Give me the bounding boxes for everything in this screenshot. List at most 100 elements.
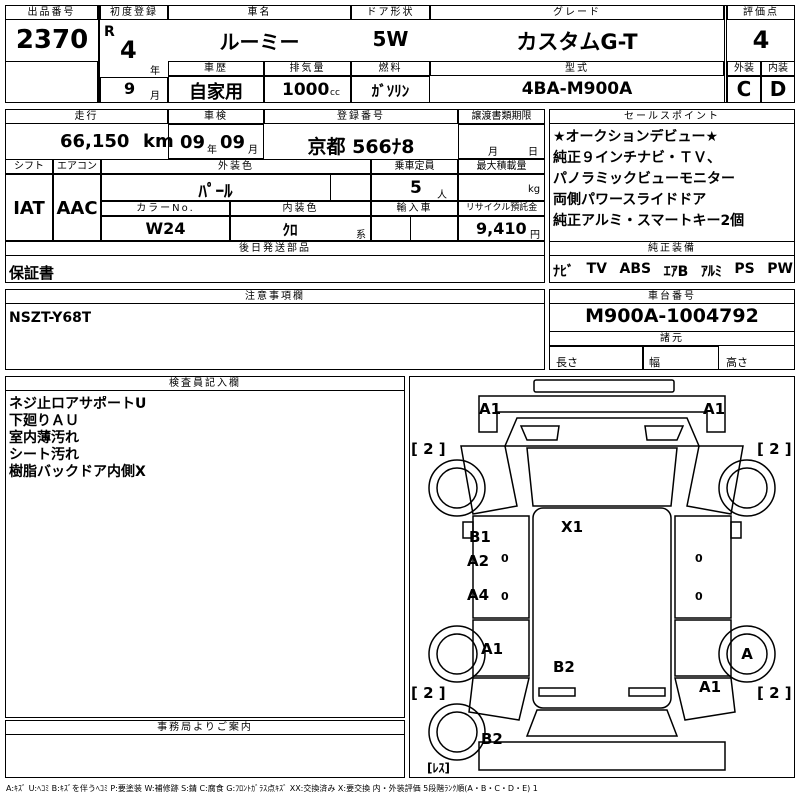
aircon: AAC [56,198,98,219]
right-rear-door [674,619,732,677]
right-mirror [730,521,742,539]
right-front-fender [686,445,744,515]
displacement-cell [264,76,351,103]
inspection-month: 09 [220,132,246,153]
left-rear-fender [468,677,530,721]
mark-spare: [ﾚｽ] [427,761,450,775]
model-name-label: 車名 [168,5,351,20]
max-load-cell [458,174,545,201]
capacity-label: 乗車定員 [371,159,458,174]
history-label: 車歴 [168,61,264,76]
sales-point-line: 両側パワースライドドア [553,192,707,208]
exterior-color: ﾊﾟｰﾙ [198,182,233,202]
color-no: W24 [145,219,186,238]
equipment-item: ｴｱB [663,264,689,280]
interior-color: ｸﾛ [282,221,298,239]
inspector-line: シート汚れ [9,447,79,463]
mark-left-front-door-upper: B1 [469,528,491,546]
reg-year-unit: 年 [150,66,160,77]
mark-roof: X1 [561,518,583,536]
fuel: ｶﾞｿﾘﾝ [371,82,410,100]
wheel-rear-left-inner [436,633,478,675]
shift-cell [5,174,53,241]
right-taillight [628,687,666,697]
sales-point-line: パノラミックビューモニター [553,171,735,187]
left-rear-door [472,619,530,677]
rear-bumper [478,741,726,771]
interior-grade-cell [761,76,795,103]
door-type-label: ドア形状 [351,5,430,20]
mark-tire-rear-left: [ 2 ] [411,684,446,702]
mark-zero: 0 [695,552,703,565]
wheel-rear-right [718,625,776,683]
wheel-rear-right-inner [726,633,768,675]
interior-grade-label: 内装 [761,61,795,76]
right-headlight [644,425,685,441]
capacity-cell [371,174,458,201]
dim-height: 高さ [726,356,748,369]
mark-rear-hatch: B2 [553,658,575,676]
recycle-label: リサイクル預託金 [458,201,545,216]
mark-zero: 0 [695,590,703,603]
import-label: 輸入車 [371,201,458,216]
dim-width: 幅 [649,356,660,369]
capacity: 5 [410,178,422,198]
exterior-color-sub [330,174,371,201]
history: 自家用 [189,82,243,103]
right-rear-fender [674,677,736,721]
mark-rear-bumper: B2 [481,730,503,748]
mileage: 66,150 [60,131,130,152]
recycle-cell [458,216,545,241]
equipment-list: ﾅﾋﾞ TV ABS ｴｱB ｱﾙﾐ PS PW [553,261,793,281]
sales-points-label: セールスポイント [549,109,795,124]
inspector-line: ネジ止ロアサポートU [9,396,147,412]
windshield [526,447,678,507]
office-label: 事務局よりご案内 [5,720,405,735]
color-no-label: カラーNo. [101,201,230,216]
history-cell [168,76,264,103]
fuel-label: 燃料 [351,61,430,76]
era-mark: R [104,24,115,40]
grade-label: グレード [430,5,724,20]
displacement-unit: cc [330,88,340,98]
transfer-deadline-cell [458,124,545,159]
plate-label: 登録番号 [264,109,458,124]
dim-width-cell [643,346,719,370]
exterior-grade: C [736,77,752,101]
legend: A:ｷｽﾞ U:ﾍｺﾐ B:ｷｽﾞを伴うﾍｺﾐ P:要塗装 W:補修跡 S:錆 … [6,784,538,793]
dim-length-cell [549,346,643,370]
fuel-cell [351,76,430,103]
left-taillight [538,687,576,697]
sales-point-line: ★オークションデビュー★ [553,129,719,145]
interior-color-cell [230,216,371,241]
left-front-fender [460,445,518,515]
left-front-door [472,515,530,619]
equipment-item: TV [586,261,607,277]
dim-length: 長さ [556,356,578,369]
notes: NSZT-Y68T [9,310,92,326]
recycle: 9,410 [476,219,527,238]
shift: IAT [13,198,45,219]
car-damage-diagram: A1 A1 [ 2 ] [ 2 ] B1 A2 X1 A4 A1 B2 A A1… [411,379,792,775]
mark-front-left-bumper: A1 [479,400,501,418]
plate: 京都 566ﾅ8 [307,136,415,158]
left-headlight [519,425,560,441]
diagram-frame [409,376,795,778]
equipment-item: PW [767,261,793,277]
score: 4 [752,26,770,54]
inspector-line: 樹脂バックドア内側X [9,464,146,480]
inspection-year: 09 [180,132,206,153]
reg-year: 4 [120,36,137,64]
inspection-year-unit: 年 [207,145,217,156]
spare-tire-inner [436,711,478,753]
aircon-cell [53,174,101,241]
exterior-grade-cell [727,76,761,103]
mark-right-rear-fender: A1 [699,678,721,696]
displacement-label: 排気量 [264,61,351,76]
equipment-label: 純正装備 [549,241,795,256]
reg-month: 9 [124,79,136,98]
mark-tire-rear-right: [ 2 ] [757,684,792,702]
sales-point-line: 純正９インチナビ・ＴＶ、 [553,150,721,166]
max-load-label: 最大積載量 [458,159,545,174]
notes-label: 注意事項欄 [5,289,545,304]
